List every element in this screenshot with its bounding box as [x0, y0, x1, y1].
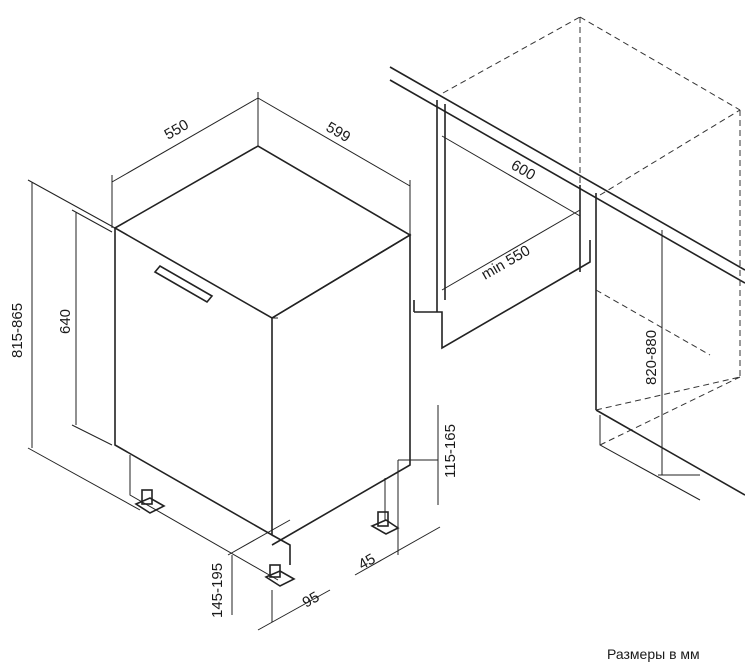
dimension-lines — [27, 92, 700, 631]
dim-width-label: 599 — [323, 119, 353, 146]
dishwasher-body — [113, 145, 412, 581]
units-caption: Размеры в мм — [607, 646, 700, 662]
dim-leg-offset-label: 95 — [300, 588, 323, 611]
dim-total-height-label: 815-865 — [9, 303, 26, 358]
dishwasher-legs — [134, 489, 400, 587]
dim-leg-height-label: 145-195 — [209, 563, 226, 618]
cabinet-niche — [389, 16, 745, 501]
dim-plinth-height-label: 115-165 — [442, 424, 459, 478]
dim-door-height-label: 640 — [57, 309, 74, 334]
dim-niche-height-label: 820-880 — [643, 330, 660, 385]
dim-niche-depth-label: min 550 — [479, 242, 534, 283]
dim-plinth-offset-label: 45 — [356, 550, 379, 573]
dim-depth-label: 550 — [162, 116, 192, 143]
dim-niche-width-label: 600 — [508, 157, 538, 184]
